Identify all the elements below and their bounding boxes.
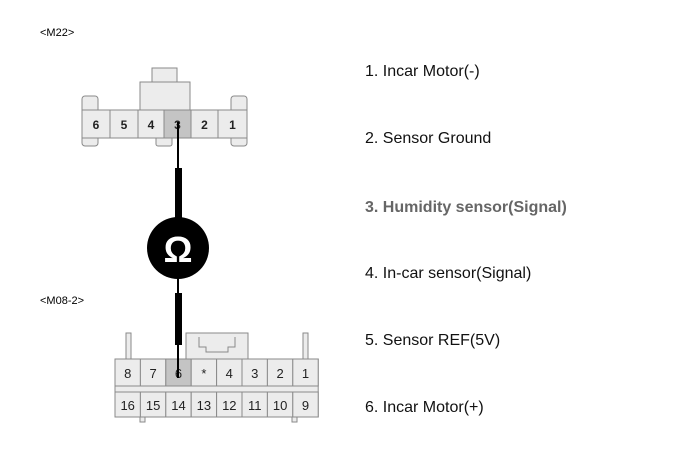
m08-pin-cell (266, 391, 294, 418)
m08-left-post (125, 332, 132, 361)
m08-latch (198, 337, 236, 353)
m08-pin-cell (190, 358, 218, 387)
legend-item: 6. Incar Motor(+) (365, 399, 484, 416)
m08-pin-cell (292, 391, 319, 418)
m08-pin-cell (139, 358, 167, 387)
m08-pin-number: 15 (146, 398, 160, 413)
m22-pin-number: 1 (229, 118, 236, 132)
m08-pin-number: 3 (251, 366, 258, 381)
m08-pin-cell (139, 391, 167, 418)
m08-pin-cell (241, 391, 268, 418)
m08-pin-number: 16 (120, 398, 134, 413)
legend-item: 4. In-car sensor(Signal) (365, 265, 532, 282)
connector-label-m08-2: <M08-2> (40, 295, 85, 307)
m08-pin-cell (216, 358, 243, 387)
probe-upper (175, 168, 182, 218)
m08-pin-cell (114, 358, 141, 387)
m08-pin-number: 10 (273, 398, 287, 413)
m22-pin-number: 4 (148, 118, 155, 132)
m08-pin-number: 12 (222, 398, 236, 413)
m22-pin-number: 5 (121, 118, 128, 132)
m22-pin-cell (217, 109, 248, 139)
m08-pin-cell (190, 391, 218, 418)
m08-pin-number: 7 (149, 366, 156, 381)
m22-pin-number: 6 (93, 118, 100, 132)
m08-pin-number: 4 (226, 366, 233, 381)
m08-housing (185, 332, 249, 360)
m22-top-tab (151, 67, 178, 84)
legend-item: 5. Sensor REF(5V) (365, 332, 501, 349)
test-lead: Ω (147, 122, 209, 378)
m08-pin-cell (114, 391, 141, 418)
legend-item: 2. Sensor Ground (365, 130, 492, 147)
m08-pin-number: 14 (171, 398, 185, 413)
m08-pin-number: 13 (197, 398, 211, 413)
probe-lower (175, 293, 182, 345)
m08-pin-number: 11 (248, 398, 262, 413)
connector-m22: 654321 (81, 67, 248, 147)
legend-item: 1. Incar Motor(-) (365, 63, 480, 80)
connector-label-m22: <M22> (40, 27, 75, 39)
m08-right-post (302, 332, 309, 361)
m22-pin-number: 2 (201, 118, 208, 132)
m08-pin-number: 1 (302, 366, 309, 381)
m08-pin-number: 9 (302, 398, 309, 413)
m08-pin-cell (292, 358, 319, 387)
m22-housing (139, 81, 191, 112)
m08-pin-number: 2 (276, 366, 283, 381)
legend-item: 3. Humidity sensor(Signal) (365, 199, 567, 216)
ohmmeter-icon (147, 217, 209, 279)
m08-pin-cell (165, 391, 192, 418)
m08-pin-number: * (201, 366, 206, 381)
m08-pin-number: 8 (124, 366, 131, 381)
ohm-symbol: Ω (164, 229, 193, 270)
